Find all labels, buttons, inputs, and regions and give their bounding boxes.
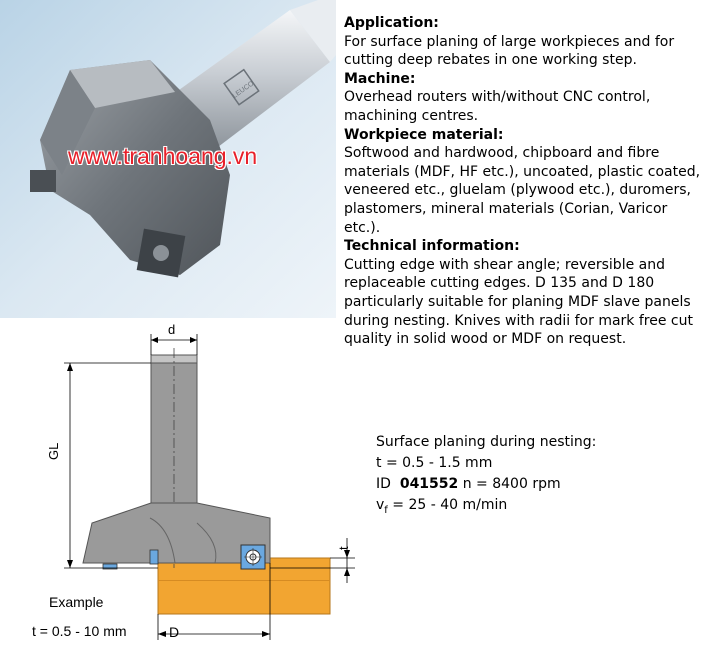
application-text: For surface planing of large workpieces … bbox=[344, 33, 675, 69]
label-t: t bbox=[336, 546, 351, 550]
watermark-url: www.tranhoang.vn bbox=[68, 143, 258, 169]
tool-shank bbox=[150, 354, 198, 516]
technical-drawing: d GL t D Example t = 0.5 - 10 mm bbox=[0, 318, 710, 648]
product-photo: LEUCO www.tranhoang.vn bbox=[0, 0, 336, 318]
nesting-info: Surface planing during nesting: t = 0.5 … bbox=[376, 432, 596, 521]
nesting-title: Surface planing during nesting: bbox=[376, 434, 597, 450]
id-prefix: ID bbox=[376, 476, 391, 492]
id-number: 041552 bbox=[399, 476, 459, 492]
technical-heading: Technical information: bbox=[344, 238, 520, 255]
application-heading: Application: bbox=[344, 15, 439, 31]
router-bit-photo: LEUCO bbox=[0, 0, 336, 318]
vf-symbol: v bbox=[376, 497, 385, 513]
example-depth: t = 0.5 - 10 mm bbox=[32, 623, 127, 639]
machine-text: Overhead routers with/without CNC contro… bbox=[344, 89, 651, 124]
material-text: Softwood and hardwood, chipboard and fib… bbox=[344, 145, 701, 236]
label-d: d bbox=[168, 322, 176, 337]
material-heading: Workpiece material: bbox=[344, 126, 504, 143]
technical-text: Cutting edge with shear angle; reversibl… bbox=[344, 256, 693, 348]
example-label: Example bbox=[49, 594, 104, 610]
label-D: D bbox=[169, 624, 180, 640]
nesting-id-line: ID 041552 n = 8400 rpm bbox=[376, 474, 596, 495]
vf-value: = 25 - 40 m/min bbox=[392, 497, 508, 513]
label-GL: GL bbox=[46, 442, 61, 460]
cutter-drawing bbox=[64, 334, 355, 640]
nesting-depth: t = 0.5 - 1.5 mm bbox=[376, 455, 493, 471]
feed-rate: vf = 25 - 40 m/min bbox=[376, 495, 596, 521]
vf-sub: f bbox=[384, 504, 388, 516]
product-description: Application: For surface planing of larg… bbox=[344, 14, 706, 349]
machine-heading: Machine: bbox=[344, 70, 416, 87]
rpm-value: n = 8400 rpm bbox=[462, 476, 561, 492]
